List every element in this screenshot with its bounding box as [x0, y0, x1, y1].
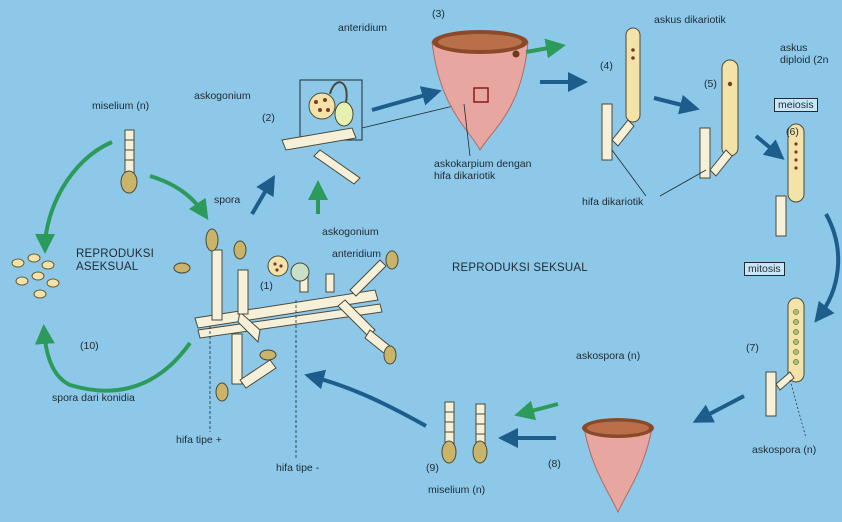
- step-5: (5): [704, 78, 717, 90]
- label-hifa-tipe-minus: hifa tipe -: [276, 462, 319, 474]
- label-anteridium-mid: anteridium: [332, 248, 381, 260]
- label-spora-dari-konidia: spora dari konidia: [52, 392, 135, 404]
- label-askus-dikariotik: askus dikariotik: [654, 14, 726, 26]
- label-hifa-tipe-plus: hifa tipe +: [176, 434, 222, 446]
- mycelium-bottom: [442, 402, 487, 463]
- label-spora: spora: [214, 194, 240, 206]
- label-reproduksi-seksual: REPRODUKSI SEKSUAL: [452, 262, 588, 275]
- label-miselium-top: miselium (n): [92, 100, 149, 112]
- step-2: (2): [262, 112, 275, 124]
- label-reproduksi-aseksual: REPRODUKSI ASEKSUAL: [76, 248, 154, 274]
- label-miselium-bottom: miselium (n): [428, 484, 485, 496]
- step-8: (8): [548, 458, 561, 470]
- step-1: (1): [260, 280, 273, 292]
- ascocarp-bottom: [582, 418, 654, 512]
- label-askogonium-mid: askogonium: [322, 226, 379, 238]
- step-6: (6): [786, 126, 799, 138]
- ascus-stage-6: [776, 124, 804, 236]
- label-askus-diploid: askus diploid (2n: [780, 42, 828, 66]
- label-askogonium-top: askogonium: [194, 90, 251, 102]
- ascocarp-top: [432, 30, 528, 150]
- step-4: (4): [600, 60, 613, 72]
- label-mitosis: mitosis: [744, 262, 785, 276]
- gametangia: [268, 256, 309, 281]
- label-askokarpium: askokarpium dengan hifa dikariotik: [434, 158, 531, 182]
- mycelium-top: [121, 130, 137, 193]
- label-askospora-right: askospora (n): [752, 444, 816, 456]
- ascus-stage-7: [766, 298, 806, 438]
- step-3: (3): [432, 8, 445, 20]
- label-hifa-dikariotik: hifa dikariotik: [582, 196, 643, 208]
- step-9: (9): [426, 462, 439, 474]
- label-anteridium-top: anteridium: [338, 22, 387, 34]
- label-meiosis: meiosis: [774, 98, 818, 112]
- conidia-spores: [12, 254, 59, 298]
- ascus-stage-4: [602, 28, 640, 160]
- step-10: (10): [80, 340, 99, 352]
- label-askospora-mid: askospora (n): [576, 350, 640, 362]
- step-7: (7): [746, 342, 759, 354]
